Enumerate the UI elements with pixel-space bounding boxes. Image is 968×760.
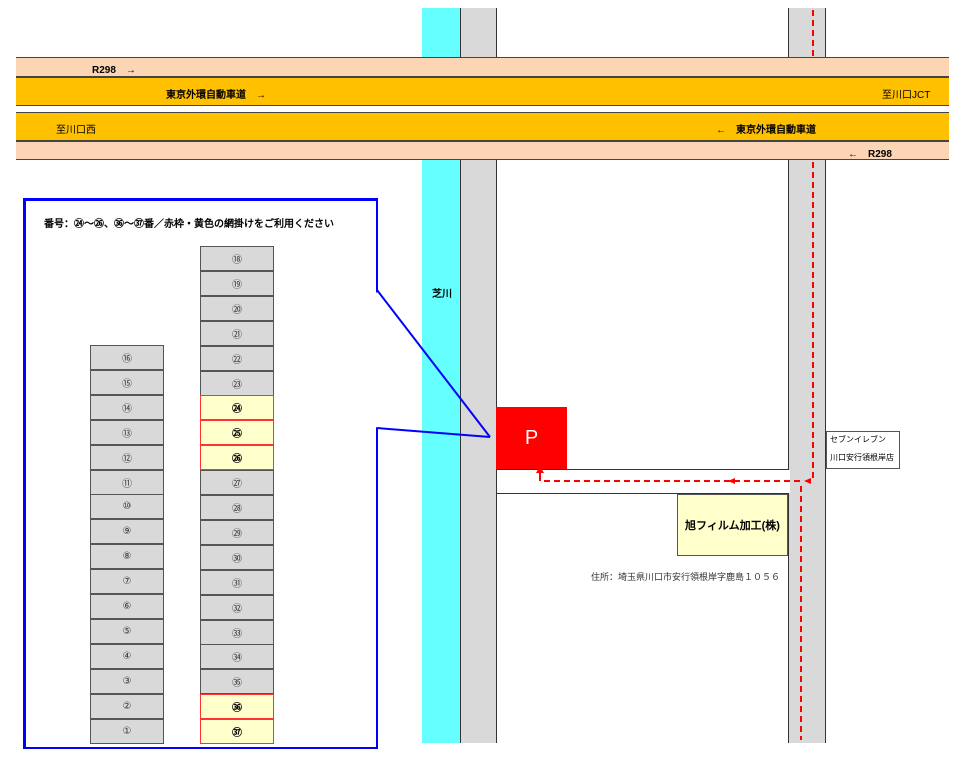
left-slot: ④ — [90, 643, 164, 669]
route-arrow-left-1 — [728, 478, 735, 484]
west-label: 至川口西 — [56, 125, 96, 136]
left-slot: ⑮ — [90, 369, 164, 395]
median — [16, 106, 949, 112]
right-slot: ⑱ — [200, 246, 274, 271]
expressway-eastbound: 東京外環自動車道 → 至川口JCT — [16, 77, 949, 106]
r298-eastbound: R298 → — [16, 57, 949, 77]
right-slot: ㉑ — [200, 320, 274, 346]
callout-line-bottom — [376, 427, 491, 438]
left-slot: ③ — [90, 668, 164, 694]
right-slot: ㉛ — [200, 569, 274, 595]
r298-westbound: ← R298 — [16, 141, 949, 160]
right-slot: ㉙ — [200, 519, 274, 545]
parking-lot: P — [496, 407, 567, 469]
right-slot: ㊱ — [200, 694, 274, 720]
left-slot: ⑨ — [90, 519, 164, 545]
right-slot: ㉚ — [200, 544, 274, 570]
convenience-store: セブンイレブン 川口安行領根岸店 — [826, 431, 900, 469]
left-slot: ⑫ — [90, 444, 164, 470]
store-line2: 川口安行領根岸店 — [830, 453, 894, 462]
right-slot: ㉞ — [200, 644, 274, 670]
left-slot: ⑧ — [90, 544, 164, 570]
right-slot: ㉝ — [200, 619, 274, 645]
company-label: 旭フィルム加工(株) — [685, 520, 780, 532]
r298-top-label: R298 → — [92, 65, 136, 76]
left-slot: ⑯ — [90, 345, 164, 370]
left-slot: ⑬ — [90, 419, 164, 445]
right-slot: ㉘ — [200, 495, 274, 520]
route-arrow-up — [536, 466, 544, 473]
company-building: 旭フィルム加工(株) — [677, 494, 788, 556]
right-slot: ⑳ — [200, 295, 274, 321]
panel-title: 番号：㉔～㉖、㊱～㊲番／赤枠・黄色の網掛けをご利用ください — [44, 219, 334, 230]
left-slot: ⑤ — [90, 618, 164, 644]
parking-label: P — [524, 426, 539, 449]
jct-label: 至川口JCT — [882, 90, 931, 101]
address-text: 住所：埼玉県川口市安行領根岸字鹿島１０５６ — [591, 572, 781, 582]
callout-line-top — [376, 289, 491, 438]
expressway-bottom-label: ← 東京外環自動車道 — [716, 125, 816, 136]
right-slot: ㉗ — [200, 470, 274, 496]
river-label: 芝川 — [432, 289, 452, 300]
left-slot: ⑪ — [90, 469, 164, 495]
panel-outline — [23, 198, 378, 749]
left-slot: ① — [90, 718, 164, 744]
right-slot: ㉓ — [200, 370, 274, 396]
r298-bottom-label: ← R298 — [848, 149, 892, 160]
expressway-top-label: 東京外環自動車道 → — [166, 90, 266, 101]
expressway-westbound: 至川口西 ← 東京外環自動車道 — [16, 112, 949, 141]
right-slot: ㉖ — [200, 445, 274, 471]
left-slot: ⑭ — [90, 394, 164, 420]
right-slot: ㉔ — [200, 395, 274, 421]
left-slot: ⑦ — [90, 569, 164, 595]
left-slot: ⑥ — [90, 594, 164, 619]
right-slot: ㉕ — [200, 420, 274, 446]
right-slot: ㊲ — [200, 719, 274, 745]
route-arrow-left-2 — [804, 478, 811, 484]
right-slot: ㉜ — [200, 594, 274, 620]
store-line1: セブンイレブン — [830, 435, 886, 444]
left-slot: ② — [90, 693, 164, 719]
left-slot: ⑩ — [90, 494, 164, 520]
right-slot: ⑲ — [200, 270, 274, 296]
right-slot: ㉟ — [200, 669, 274, 695]
right-slot: ㉒ — [200, 345, 274, 371]
